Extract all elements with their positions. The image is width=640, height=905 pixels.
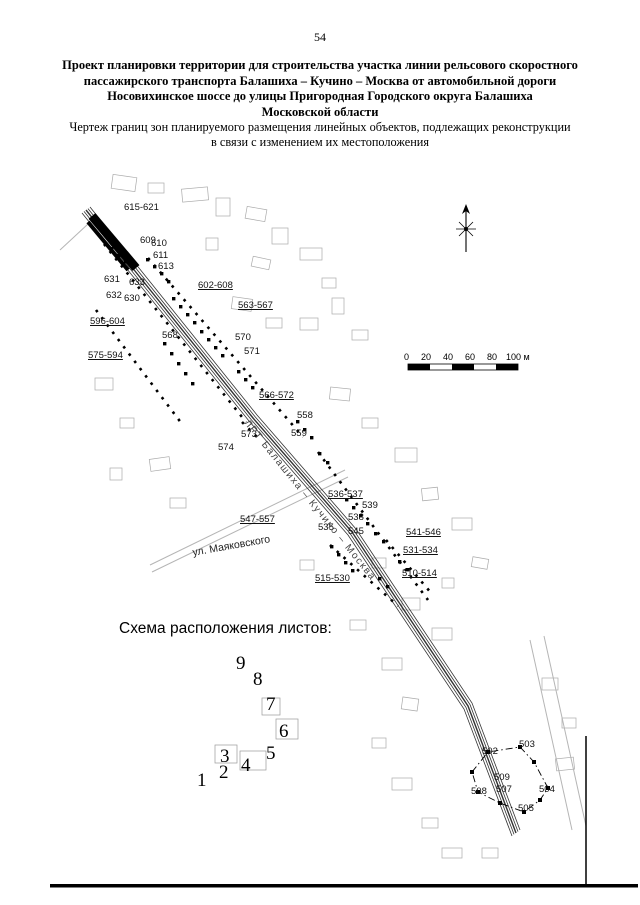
map-label: 568 <box>162 330 178 341</box>
map-label: 632 <box>106 290 122 301</box>
map-label: 508 <box>471 786 487 797</box>
map-label: 633 <box>129 277 145 288</box>
map-label: 504 <box>539 784 555 795</box>
map-label: 510-514 <box>402 568 437 579</box>
sheet-number-3: 3 <box>220 746 230 767</box>
map-label: 563-567 <box>238 300 273 311</box>
scale-tick: 40 <box>443 352 454 362</box>
sheet-number-5: 5 <box>266 743 276 764</box>
map-label: 541-546 <box>406 527 441 538</box>
map-label: 602-608 <box>198 280 233 291</box>
map-label: 507 <box>496 784 512 795</box>
sheet-number-4: 4 <box>241 755 251 776</box>
map-label: 502 <box>482 746 498 757</box>
scale-tick: 100 м <box>506 352 530 362</box>
tunnel-portal <box>86 213 140 272</box>
buildings-layer <box>94 174 577 859</box>
map-label: 610 <box>151 238 167 249</box>
scale-tick: 80 <box>487 352 498 362</box>
map-label: 596-604 <box>90 316 125 327</box>
subtitle-line-2: в связи с изменением их местоположения <box>210 135 430 149</box>
north-arrow-icon <box>456 204 476 252</box>
map-label: 547-557 <box>240 514 275 525</box>
map-label: 509 <box>494 772 510 783</box>
sheet-number-8: 8 <box>253 669 263 690</box>
map-label: 505 <box>518 803 534 814</box>
map-label: 575-594 <box>88 350 123 361</box>
map-label: 631 <box>104 274 120 285</box>
map-label: 515-530 <box>315 573 350 584</box>
sheet-number-1: 1 <box>197 770 207 791</box>
map-label: 545 <box>348 526 364 537</box>
sheet-scheme-caption: Схема расположения листов: <box>119 620 332 637</box>
scale-tick: 60 <box>465 352 476 362</box>
map-label: 570 <box>235 332 251 343</box>
title-line-4: Московской области <box>261 104 379 119</box>
map-label: 615-621 <box>124 202 159 213</box>
document-header: Проект планировки территории для строите… <box>36 58 604 150</box>
map-label: 536-537 <box>328 489 363 500</box>
sheet-number-2: 2 <box>219 762 229 783</box>
page-number: 54 <box>314 30 326 44</box>
title-line-1: Проект планировки территории для строите… <box>62 58 578 72</box>
sheet-frame <box>50 736 638 888</box>
map-label: 574 <box>218 442 234 453</box>
title-line-2: пассажирского транспорта Балашиха – Кучи… <box>83 73 557 88</box>
map-label: 539 <box>362 500 378 511</box>
map-label: 571 <box>244 346 260 357</box>
map-label: 538 <box>348 512 364 523</box>
title-line-3: Носовихинское шоссе до улицы Пригородная… <box>107 89 533 103</box>
map-label: 531-534 <box>403 545 438 556</box>
scale-tick: 20 <box>421 352 432 362</box>
scale-tick: 0 <box>404 352 410 362</box>
map-label: 630 <box>124 293 140 304</box>
sheet-number-9: 9 <box>236 653 246 674</box>
railway-line <box>81 206 521 837</box>
zone-boundary-dots <box>94 243 433 607</box>
sheet-number-6: 6 <box>279 721 289 742</box>
map-label: 609 <box>140 235 156 246</box>
map-label: 566-572 <box>259 390 294 401</box>
map-label: 559 <box>291 428 307 439</box>
map-label: 503 <box>519 739 535 750</box>
sheet-number-7: 7 <box>266 694 276 715</box>
subtitle-line-1: Чертеж границ зон планируемого размещени… <box>69 120 571 134</box>
map-label: 535 <box>318 522 334 533</box>
scale-bar <box>407 363 519 371</box>
bottom-zone-boundary <box>470 745 550 814</box>
map-label: 558 <box>297 410 313 421</box>
map-label: 611 <box>153 250 169 261</box>
sheet-outlines <box>214 697 299 771</box>
map-label: 573 <box>241 429 257 440</box>
map-label: 613 <box>158 261 174 272</box>
survey-points <box>110 247 410 589</box>
